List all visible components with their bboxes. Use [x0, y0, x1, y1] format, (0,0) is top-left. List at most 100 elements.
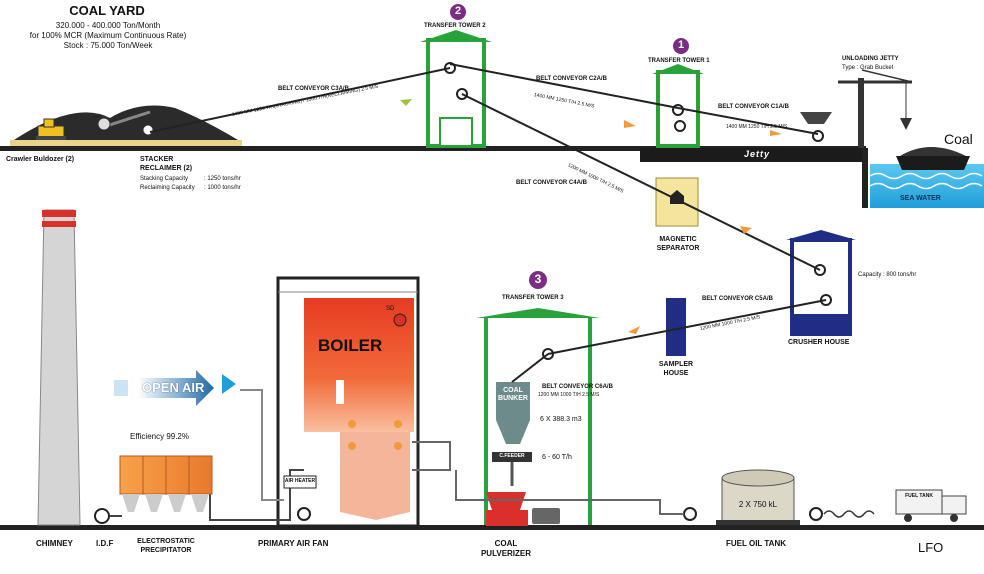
primary-air-fan-label: PRIMARY AIR FAN [258, 539, 329, 548]
burner-icons [348, 420, 402, 450]
air-intake-duct [240, 389, 284, 501]
crusher-house-label: CRUSHER HOUSE [788, 339, 850, 346]
jetty-deck [640, 148, 866, 162]
coal-feeder-box [492, 452, 532, 462]
coal-pulverizer-label-2: PULVERIZER [480, 549, 532, 558]
fuel-oil-tank-capacity: 2 X 750 kL [738, 500, 778, 509]
belt-conveyor-c1 [677, 107, 819, 135]
transfer-tower-2-structure [420, 30, 492, 148]
sampler-house-building [666, 298, 686, 356]
unloading-jetty-label: UNLOADING JETTY [842, 56, 899, 62]
open-air-label: OPEN AIR [142, 380, 205, 395]
chimney-label: CHIMNEY [36, 539, 73, 548]
coal-yard-line-2: for 100% MCR (Maximum Continuous Rate) [29, 31, 187, 40]
coal-bunker-shape [496, 382, 530, 444]
lower-ground-line [0, 525, 984, 530]
feeder-rate: 6 - 60 T/h [542, 454, 572, 461]
tower-1-number: 1 [677, 39, 685, 51]
direction-arrow-c1 [770, 130, 782, 136]
crawler-bulldozer-label: Crawler Buldozer (2) [6, 156, 75, 163]
boiler-label: BOILER [318, 336, 383, 355]
transfer-tower-3-structure [476, 308, 600, 525]
sd-label: SD [386, 306, 395, 312]
air-heater-label: AIR HEATER [284, 478, 316, 484]
primary-air-fan-icon [297, 507, 311, 521]
coal-bunker-label-1: COAL [503, 387, 523, 394]
magnetic-separator-label-1: MAGNETIC [659, 236, 697, 243]
belt-c5-name: BELT CONVEYOR C5A/B [702, 296, 773, 302]
unloading-jetty-type: Type : Grab Bucket [842, 65, 894, 71]
belt-c3-name: BELT CONVEYOR C3A/B [278, 86, 349, 92]
stacking-capacity-label: Stacking Capacity [140, 176, 189, 182]
coal-yard-line-1: 320.000 - 400.000 Ton/Month [55, 21, 161, 30]
hopper-icon [800, 112, 832, 142]
direction-arrow-c2 [624, 120, 636, 128]
chimney-stack [37, 209, 81, 526]
belt-c1-spec: 1400 MM 1250 T/H 2.5 M/S [726, 124, 788, 130]
crusher-capacity: Capacity : 800 tons/hr [858, 272, 917, 278]
tower-2-number: 2 [454, 5, 462, 17]
belt-c6-name: BELT CONVEYOR C6A/B [542, 384, 613, 390]
transfer-tower-2-label: TRANSFER TOWER 2 [424, 23, 486, 29]
belt-c2-name: BELT CONVEYOR C2A/B [536, 76, 607, 82]
jetty-pier-wall [862, 148, 868, 208]
transfer-tower-1-label: TRANSFER TOWER 1 [648, 58, 710, 64]
oil-pump-left-icon [683, 507, 697, 521]
belt-conveyor-c6 [511, 353, 549, 383]
crusher-house-structure [786, 230, 856, 336]
coal-ship-icon [896, 147, 970, 170]
sampler-house-label-2: HOUSE [663, 370, 689, 377]
open-air-arrow [114, 370, 236, 406]
belt-c4-name: BELT CONVEYOR C4A/B [516, 180, 587, 186]
flue-gas-duct [209, 441, 451, 521]
fuel-oil-tank-label: FUEL OIL TANK [726, 539, 786, 548]
belt-conveyor-c5 [547, 299, 827, 355]
esp-label-1: ELECTROSTATIC [137, 538, 195, 545]
upper-ground-line [0, 146, 866, 151]
bulldozer-icon [36, 118, 66, 140]
belt-conveyor-c4 [461, 93, 821, 271]
sea-water-area [869, 164, 984, 208]
tower-1-badge [673, 38, 689, 54]
bunker-volume: 6 X 388.3 m3 [540, 416, 582, 423]
oil-pump-right-icon [809, 507, 823, 521]
stacker-label-2: RECLAIMER (2) [140, 165, 193, 172]
coal-yard-line-3: Stock : 75.000 Ton/Week [63, 41, 153, 50]
coal-label: Coal [944, 131, 973, 147]
stacker-label-1: STACKER [140, 156, 174, 163]
magnetic-separator-label-2: SEPARATOR [656, 245, 700, 252]
tower-3-number: 3 [534, 272, 542, 286]
fuel-truck-label: FUEL TANK [905, 493, 933, 499]
feeder-label: C.FEEDER [499, 453, 525, 459]
tower-3-badge [529, 271, 547, 289]
stacking-capacity-value: : 1250 tons/hr [204, 176, 241, 182]
belt-conveyor-c2 [449, 63, 679, 109]
air-heater-box [283, 475, 317, 489]
belt-conveyor-c3 [149, 67, 451, 133]
idf-fan-icon [94, 508, 110, 524]
coal-yard-title: COAL YARD [69, 3, 145, 18]
coal-bunker-label-2: BUNKER [498, 395, 528, 402]
flex-hose [823, 510, 875, 518]
fuel-oil-tank-shape [716, 469, 800, 525]
reclaiming-capacity-value: : 1000 tons/hr [204, 185, 241, 191]
reclaiming-capacity-label: Reclaiming Capacity [140, 185, 195, 191]
efficiency-label: Efficiency 99.2% [130, 432, 189, 441]
direction-arrow-c3 [400, 99, 412, 106]
coal-pulverizer-label-1: COAL [494, 539, 518, 548]
fuel-oil-line [455, 470, 684, 515]
belt-c6-spec: 1200 MM 1000 T/H 2.5 M/S [538, 392, 600, 398]
tower-2-badge [450, 4, 466, 20]
fuel-truck-icon [895, 489, 967, 522]
transfer-tower-3-label: TRANSFER TOWER 3 [502, 295, 564, 301]
jetty-label: Jetty [744, 149, 771, 159]
crane-icon [838, 69, 913, 148]
electrostatic-precipitator-unit [119, 455, 213, 512]
coal-pile [10, 105, 242, 146]
belt-c1-name: BELT CONVEYOR C1A/B [718, 104, 789, 110]
direction-arrow-c4 [740, 226, 752, 234]
esp-label-2: PRECIPITATOR [140, 547, 192, 554]
direction-arrow-c5 [628, 326, 640, 334]
magnetic-separator-box [655, 177, 699, 227]
